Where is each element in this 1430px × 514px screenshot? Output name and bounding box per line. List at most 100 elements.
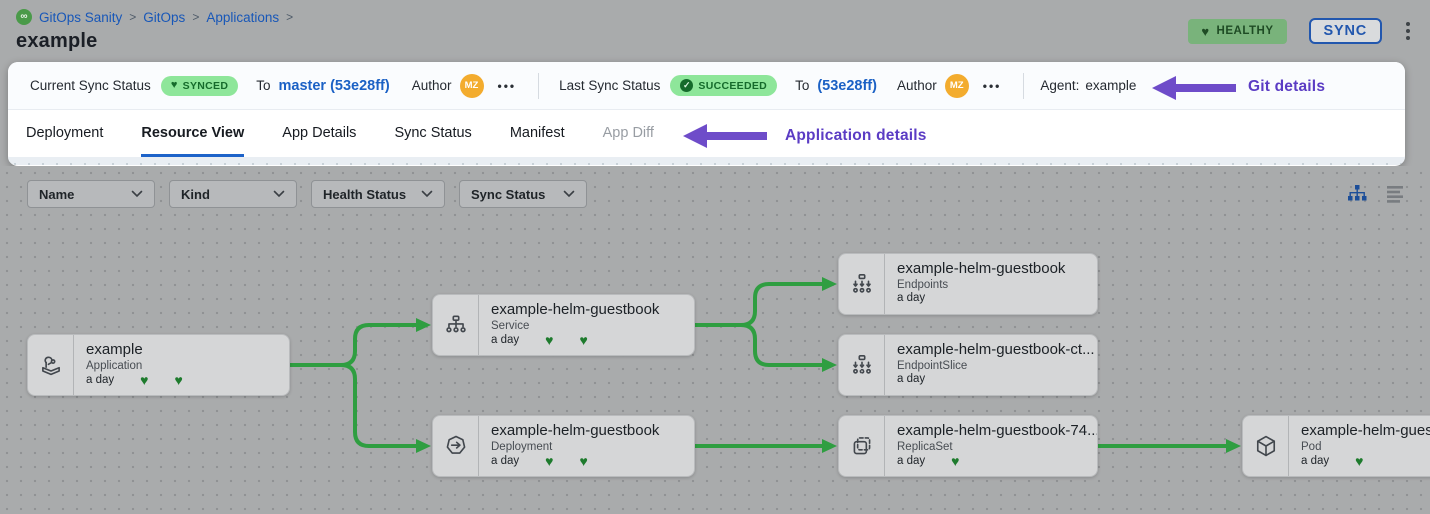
node-age: a day — [897, 373, 926, 385]
chevron-down-icon — [131, 190, 143, 198]
chevron-down-icon — [563, 190, 575, 198]
resource-node-replicaset[interactable]: example-helm-guestbook-74... ReplicaSet a … — [838, 415, 1098, 477]
succeeded-badge-label: SUCCEEDED — [698, 79, 768, 92]
synced-badge: ♥ SYNCED — [160, 75, 239, 96]
filter-dropdown-sync-status[interactable]: Sync Status — [459, 180, 587, 208]
health-status-badge: ♥ HEALTHY — [1188, 18, 1287, 44]
node-body: example-helm-guestbook-ct... EndpointSlic… — [884, 335, 1097, 395]
node-title: example-helm-guest — [1301, 422, 1430, 439]
endpoints-icon — [839, 254, 884, 314]
node-title: example-helm-guestbook-ct... — [897, 341, 1095, 358]
heart-icon: ♥ — [545, 332, 554, 348]
sync-button[interactable]: SYNC — [1308, 18, 1382, 44]
breadcrumb-link-gitops[interactable]: GitOps — [143, 9, 186, 25]
breadcrumb-link-account[interactable]: GitOps Sanity — [39, 9, 123, 25]
node-age: a day — [491, 455, 520, 467]
filter-dropdown-kind[interactable]: Kind — [169, 180, 297, 208]
application-icon — [28, 335, 73, 395]
author-label: Author — [411, 78, 452, 93]
divider — [538, 72, 540, 99]
endpointslice-icon — [839, 335, 884, 395]
chevron-down-icon — [421, 190, 433, 198]
card-bottom-strip — [8, 157, 1405, 165]
node-title: example-helm-guestbook — [491, 301, 660, 318]
heart-icon: ♥ — [545, 453, 554, 469]
avatar: MZ — [459, 73, 484, 98]
breadcrumb-separator: > — [129, 10, 137, 24]
node-kind: EndpointSlice — [897, 360, 968, 372]
last-commit-link[interactable]: (53e28ff) — [817, 77, 877, 94]
node-title: example-helm-guestbook — [897, 260, 1066, 277]
resource-node-endpointslice[interactable]: example-helm-guestbook-ct... EndpointSlic… — [838, 334, 1098, 396]
check-circle-icon: ✓ — [680, 79, 694, 92]
tab-app-details[interactable]: App Details — [282, 125, 357, 141]
node-kind: Endpoints — [897, 279, 949, 291]
filter-dropdown-health-status[interactable]: Health Status — [311, 180, 445, 208]
node-age: a day — [491, 334, 520, 346]
divider — [1023, 72, 1025, 99]
to-label: To — [795, 78, 810, 93]
git-details-annotation: Git details — [1248, 78, 1326, 95]
more-options-icon[interactable]: ••• — [497, 78, 517, 93]
author-label: Author — [896, 78, 937, 93]
chevron-down-icon — [273, 190, 285, 198]
breadcrumb-link-applications[interactable]: Applications — [206, 9, 280, 25]
node-age: a day — [897, 455, 926, 467]
heart-icon: ♥ — [140, 372, 149, 388]
node-title: example-helm-guestbook — [491, 422, 660, 439]
kebab-menu-icon[interactable] — [1404, 20, 1412, 42]
to-label: To — [256, 78, 271, 93]
synced-badge-label: SYNCED — [182, 79, 229, 92]
header-actions: ♥ HEALTHY SYNC — [1188, 18, 1412, 44]
node-kind: ReplicaSet — [897, 441, 953, 453]
node-title: example — [86, 341, 143, 358]
tab-deployment[interactable]: Deployment — [26, 125, 104, 141]
node-kind: Application — [86, 360, 143, 372]
deployment-icon — [433, 416, 478, 476]
breadcrumb: ∞ GitOps Sanity > GitOps > Applications … — [16, 9, 293, 25]
application-details-arrow-icon — [683, 124, 767, 148]
node-body: example-helm-guestbook-74... ReplicaSet a … — [884, 416, 1097, 476]
filter-label: Health Status — [323, 186, 407, 202]
tab-app-diff[interactable]: App Diff — [602, 125, 654, 141]
tab-sync-status[interactable]: Sync Status — [394, 125, 472, 141]
heart-icon: ♥ — [1355, 453, 1364, 469]
health-status-label: HEALTHY — [1216, 25, 1274, 37]
page-title: example — [16, 30, 98, 52]
more-options-icon[interactable]: ••• — [982, 78, 1002, 93]
agent-value: example — [1085, 78, 1137, 93]
heart-icon: ♥ — [951, 453, 960, 469]
tab-resource-view[interactable]: Resource View — [141, 110, 245, 157]
avatar: MZ — [944, 73, 969, 98]
app-tabs: Deployment Resource View App Details Sync S… — [8, 110, 1405, 157]
tab-manifest[interactable]: Manifest — [509, 125, 565, 141]
node-kind: Pod — [1301, 441, 1322, 453]
breadcrumb-separator: > — [192, 10, 200, 24]
list-view-icon[interactable] — [1385, 185, 1405, 203]
current-commit-link[interactable]: master (53e28ff) — [278, 77, 390, 94]
git-details-arrow-icon — [1152, 76, 1236, 100]
replicaset-icon — [839, 416, 884, 476]
heart-icon: ♥ — [1201, 23, 1210, 39]
node-kind: Service — [491, 320, 530, 332]
heart-icon: ♥ — [579, 332, 588, 348]
node-title: example-helm-guestbook-74... — [897, 422, 1097, 439]
filter-label: Sync Status — [471, 186, 546, 202]
tree-view-icon[interactable] — [1347, 184, 1367, 204]
top-header: ∞ GitOps Sanity > GitOps > Applications … — [0, 0, 1430, 62]
node-kind: Deployment — [491, 441, 553, 453]
node-age: a day — [86, 374, 115, 386]
filter-label: Name — [39, 186, 75, 202]
filter-dropdown-name[interactable]: Name — [27, 180, 155, 208]
gitops-logo-icon: ∞ — [16, 9, 32, 25]
pod-icon — [1243, 416, 1288, 476]
heart-icon: ♥ — [174, 372, 183, 388]
